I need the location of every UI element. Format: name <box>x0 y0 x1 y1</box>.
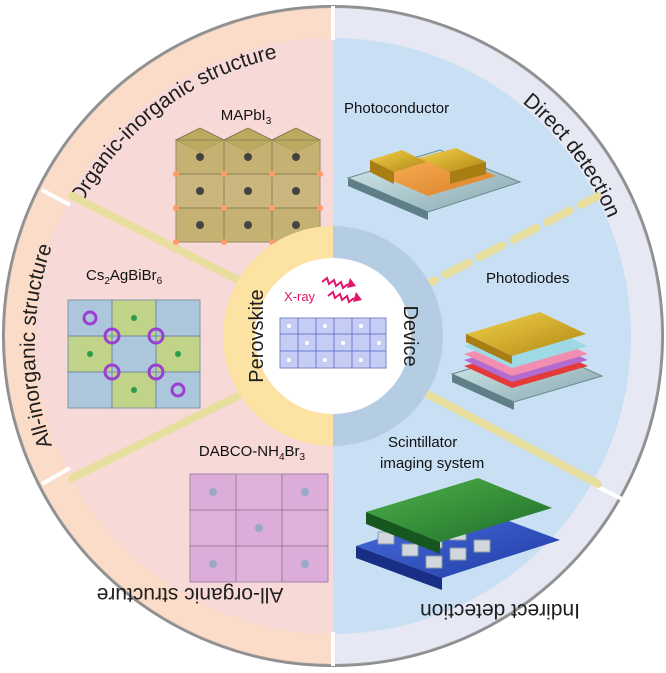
indirect-detection-label: Indirect detection <box>420 599 580 622</box>
beam-all-organic <box>68 380 266 482</box>
photoconductor-label: Photoconductor <box>344 100 449 117</box>
scintillator-label-line2: imaging system <box>380 455 484 472</box>
photodiodes-label: Photodiodes <box>486 270 569 287</box>
beam-lines <box>68 192 602 488</box>
beam-direct-detection <box>408 192 602 296</box>
device-label: Device <box>399 305 421 366</box>
photoconductor-device <box>346 148 522 220</box>
center-lattice <box>279 317 387 369</box>
mapbi3-crystal-structure <box>173 127 323 245</box>
perovskite-label: Perovskite <box>246 289 268 382</box>
xray-label: X-ray <box>284 289 316 304</box>
beam-organic-inorganic <box>68 192 266 296</box>
photodiode-device <box>450 312 604 410</box>
beam-indirect-detection <box>408 382 602 488</box>
xray-arrows-icon <box>321 276 362 304</box>
scintillator-label-line1: Scintillator <box>388 434 457 451</box>
dabco-crystal-structure <box>189 473 329 583</box>
dabco-label: DABCO-NH4Br3 <box>199 443 306 463</box>
cs2agbibr6-label: Cs2AgBiBr6 <box>86 267 163 287</box>
cs2agbibr6-crystal-structure <box>67 299 201 409</box>
all-organic-structure-label: All-organic structure <box>97 583 284 606</box>
ring-dividers <box>41 6 625 666</box>
mapbi3-label: MAPbI3 <box>221 107 272 127</box>
scintillator-imaging-device <box>356 478 560 590</box>
